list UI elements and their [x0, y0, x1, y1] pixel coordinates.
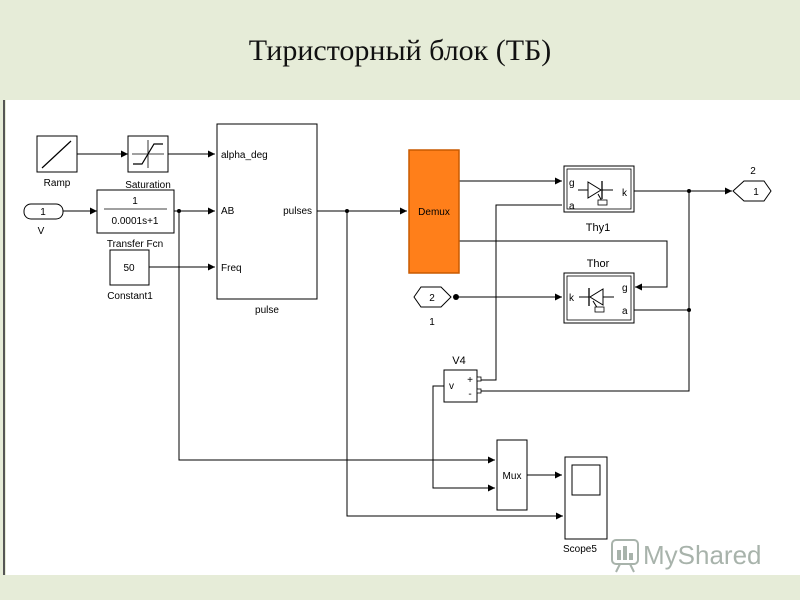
mux-block[interactable]: Mux [496, 439, 528, 511]
v4-port-v: v [449, 381, 454, 392]
pulse-subsystem[interactable]: alpha_deg AB Freq pulses [216, 123, 318, 300]
thor-port-g: g [622, 283, 628, 294]
scope-label: Scope5 [563, 544, 597, 555]
junction-thor-a [687, 308, 691, 312]
constant-label: Constant1 [107, 291, 153, 302]
transfer-denominator: 0.0001s+1 [112, 216, 159, 227]
v4-port-minus: - [468, 389, 471, 400]
thyristor-reversed-icon [579, 288, 614, 313]
saturation-block[interactable] [127, 135, 169, 173]
ramp-icon [41, 140, 72, 169]
conn2-terminal [453, 294, 459, 300]
transfer-fcn-block[interactable]: 1 0.0001s+1 [96, 189, 175, 234]
conn1-number: 1 [753, 187, 759, 198]
constant-value: 50 [123, 263, 135, 274]
thor-block[interactable]: k g a [563, 272, 635, 324]
scope-block[interactable] [564, 456, 608, 540]
connection-port-2[interactable]: 2 [413, 286, 459, 308]
thor-label: Thor [587, 258, 610, 270]
inport-v[interactable]: 1 [23, 203, 64, 220]
slide-title: Тиристорный блок (ТБ) [248, 34, 552, 67]
wire-v4-mux [432, 385, 495, 492]
inport-v-number: 1 [40, 207, 46, 218]
wire-pulses-scope [346, 211, 563, 520]
v4-port-plus: + [467, 375, 473, 386]
left-rule [3, 100, 5, 575]
conn2-bottom-label: 1 [429, 317, 435, 328]
pulse-port-ab: AB [221, 206, 235, 217]
pulse-port-freq: Freq [221, 263, 242, 274]
thor-port-k: k [569, 293, 575, 304]
v4-block[interactable]: v + - [443, 369, 482, 403]
constant-block[interactable]: 50 [109, 249, 150, 286]
ramp-block[interactable] [36, 135, 78, 173]
connection-port-1[interactable]: 1 [732, 180, 772, 202]
conn1-top-label: 2 [750, 166, 756, 177]
thor-port-a: a [622, 306, 628, 317]
pulse-port-alpha: alpha_deg [221, 150, 268, 161]
transfer-numerator: 1 [132, 196, 138, 207]
wires [63, 150, 732, 520]
watermark-text: MyShared [643, 540, 762, 570]
diagram-canvas [6, 100, 800, 575]
thy1-block[interactable]: g a k [563, 165, 635, 213]
mux-label: Mux [503, 471, 522, 482]
pulse-port-pulses: pulses [283, 206, 312, 217]
transfer-fcn-label: Transfer Fcn [107, 239, 163, 250]
wire-demux-thor [459, 240, 668, 291]
saturation-icon [132, 140, 164, 168]
saturation-label: Saturation [125, 180, 171, 191]
wire-ab-mux [178, 211, 495, 464]
v4-label: V4 [452, 355, 465, 367]
wire-thy1-a-v4plus [481, 204, 562, 381]
ramp-label: Ramp [44, 178, 71, 189]
thy1-label: Thy1 [586, 222, 610, 234]
pulse-label: pulse [255, 305, 279, 316]
wire-k-v4minus [481, 191, 690, 392]
watermark-logo-icon [611, 539, 639, 573]
thy1-port-g: g [569, 178, 575, 189]
conn2-number: 2 [429, 293, 435, 304]
demux-block[interactable]: Demux [408, 149, 460, 274]
thy1-port-a: a [569, 201, 575, 212]
watermark: MyShared [611, 539, 762, 573]
inport-v-label: V [38, 226, 45, 237]
thyristor-icon [578, 181, 613, 206]
thy1-port-k: k [622, 188, 628, 199]
demux-label: Demux [418, 207, 450, 218]
